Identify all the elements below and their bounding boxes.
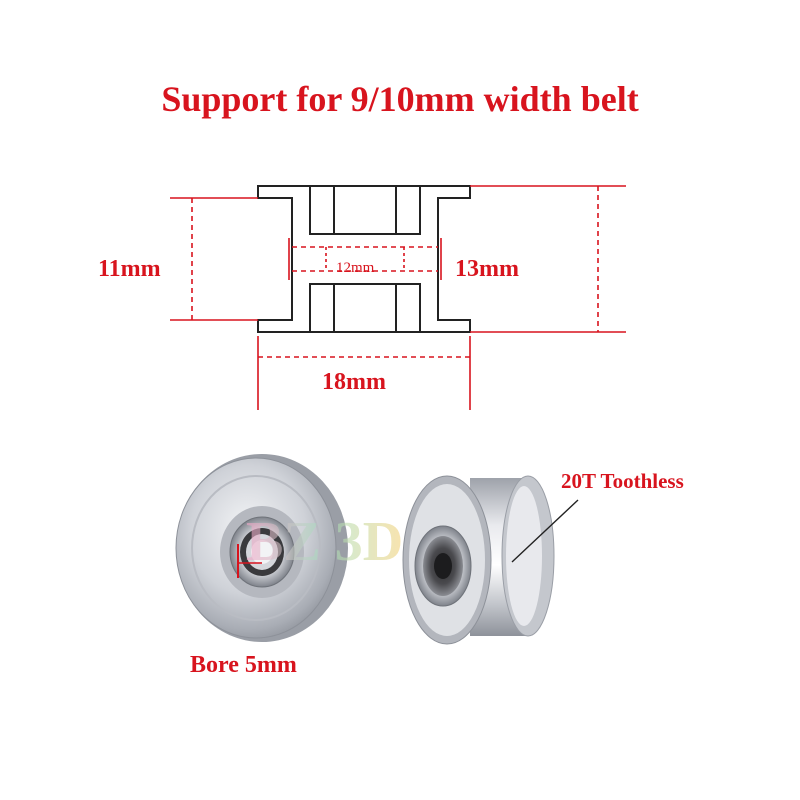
pulley-front-photo [175, 454, 348, 642]
dim-label-18mm: 18mm [322, 369, 386, 395]
page-title: Support for 9/10mm width belt [161, 79, 639, 119]
toothless-label: 20T Toothless [561, 469, 684, 493]
dim-label-13mm: 13mm [455, 256, 519, 282]
dim-label-11mm: 11mm [98, 256, 161, 282]
dim-label-12mm: 12mm [336, 260, 375, 276]
bore-label: Bore 5mm [190, 652, 297, 678]
watermark-logo: BZ 3D [246, 511, 403, 573]
pulley-angled-photo [402, 475, 579, 645]
pulley-cross-section [257, 185, 471, 333]
dimension-lines [170, 185, 626, 410]
